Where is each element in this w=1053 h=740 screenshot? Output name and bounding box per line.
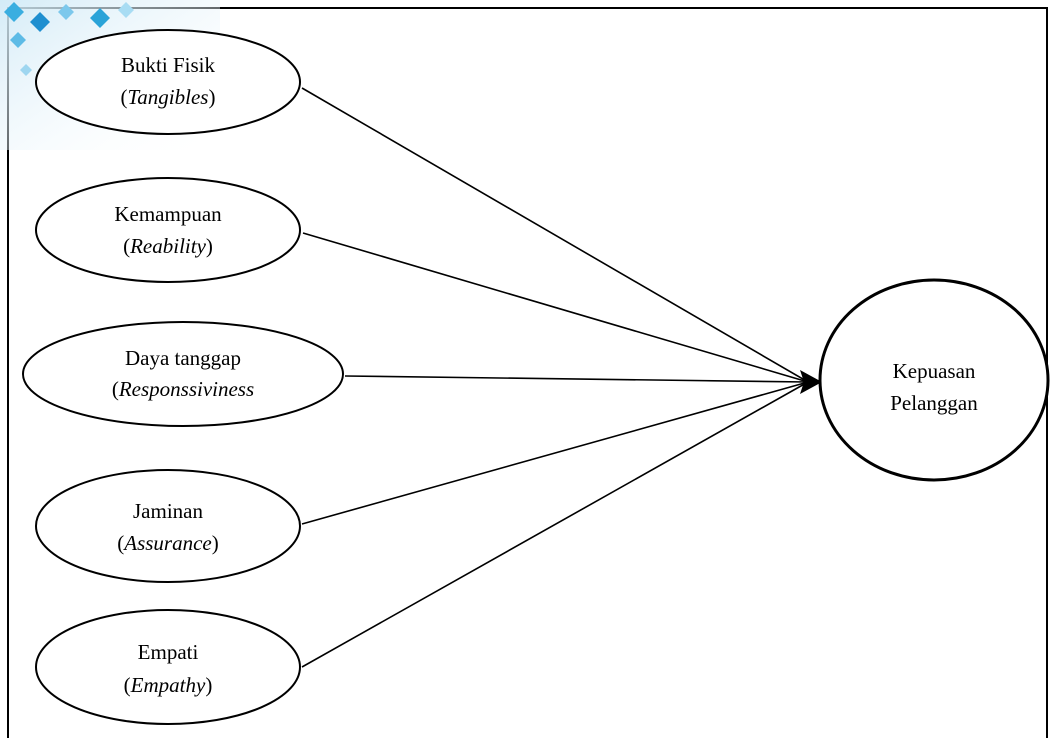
node-daya-tanggap: Daya tanggap (Responssiviness	[22, 321, 344, 427]
node-kemampuan: Kemampuan (Reability)	[35, 177, 301, 283]
node-label-term: (Responssiviness	[112, 377, 254, 401]
node-label-name: Daya tanggap	[125, 346, 241, 370]
edge-kemampuan	[302, 232, 809, 383]
node-empati: Empati (Empathy)	[35, 609, 301, 725]
edge-empati	[301, 381, 809, 668]
node-label-name: Bukti Fisik	[121, 53, 215, 77]
edge-daya-tanggap	[344, 375, 809, 383]
edge-jaminan	[301, 381, 809, 525]
node-label-term: (Empathy)	[124, 673, 213, 697]
node-label-name: Empati	[138, 640, 199, 664]
node-label-line1: Kepuasan	[893, 359, 976, 383]
node-kepuasan-pelanggan: Kepuasan Pelanggan	[818, 278, 1050, 482]
node-label-term: (Tangibles)	[121, 85, 216, 109]
node-bukti-fisik: Bukti Fisik (Tangibles)	[35, 29, 301, 135]
arrowhead	[800, 370, 822, 394]
node-label-line2: Pelanggan	[890, 391, 978, 415]
node-label-name: Kemampuan	[114, 202, 222, 226]
edges	[301, 87, 822, 668]
node-jaminan: Jaminan (Assurance)	[35, 469, 301, 583]
node-label-name: Jaminan	[133, 499, 203, 523]
node-label-term: (Assurance)	[117, 531, 219, 555]
edge-bukti-fisik	[301, 87, 809, 383]
node-label-term: (Reability)	[123, 234, 213, 258]
